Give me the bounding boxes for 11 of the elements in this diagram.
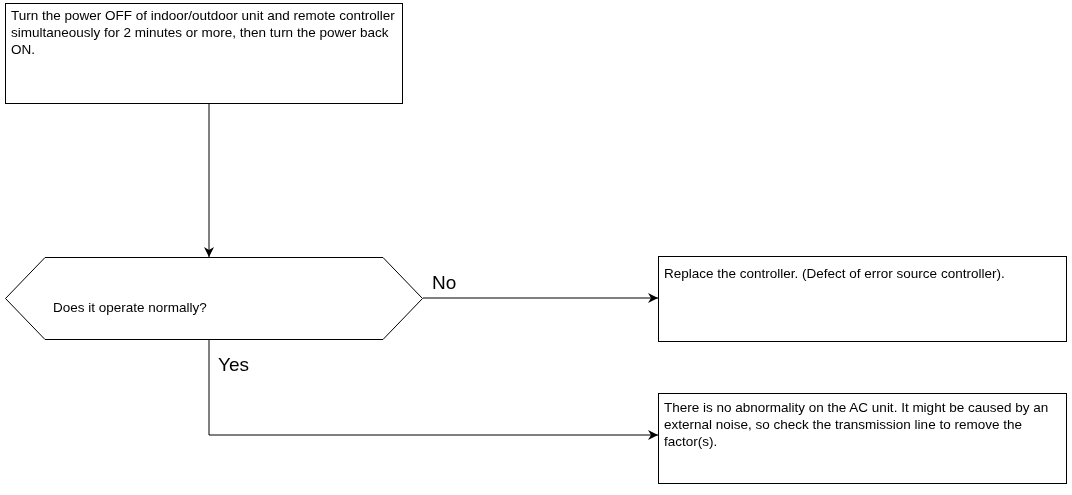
process-box bbox=[658, 256, 1067, 342]
arrow bbox=[208, 339, 659, 440]
process-box bbox=[658, 393, 1067, 484]
box-text: Does it operate normally? bbox=[53, 299, 207, 316]
arrow bbox=[204, 103, 214, 258]
box-text: Turn the power OFF of indoor/outdoor unit and remote controller simultaneously for 2 minutes or more, then turn the power back ON. bbox=[11, 7, 396, 58]
decision-hexagon bbox=[5, 257, 423, 340]
arrow bbox=[422, 293, 659, 303]
box-text: Replace the controller. (Defect of error source controller). bbox=[664, 265, 1006, 282]
box-text: There is no abnormality on the AC unit. It might be caused by an external noise, so check the transmission line to remove the factor(s). bbox=[664, 399, 1050, 450]
process-box bbox=[5, 3, 403, 104]
